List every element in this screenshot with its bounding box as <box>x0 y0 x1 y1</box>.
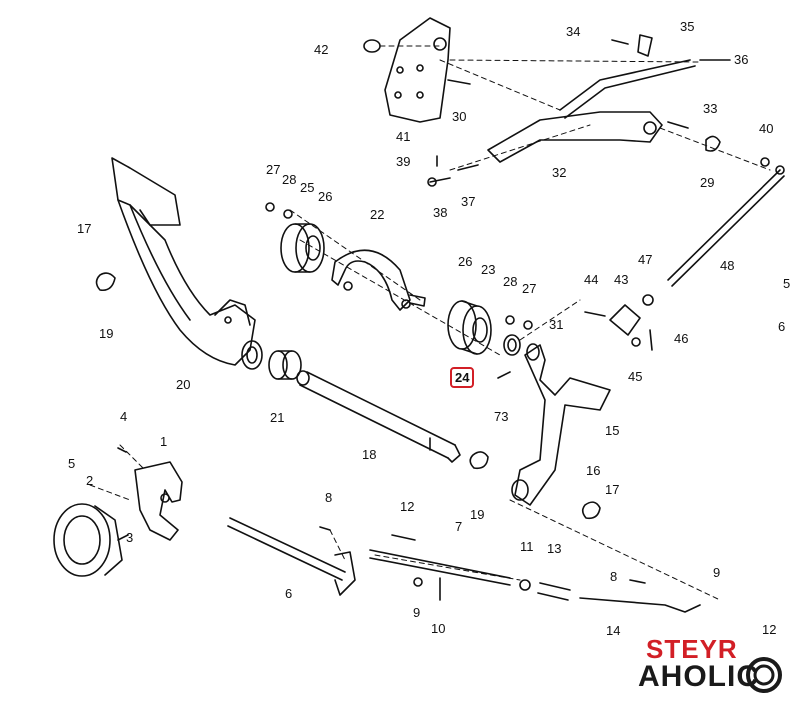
small-fasteners <box>265 202 533 379</box>
part-label-45: 45 <box>628 369 643 384</box>
pedal-lever <box>511 343 611 506</box>
part-label-5-cut: 5 <box>783 276 790 291</box>
part-label-27-left: 27 <box>266 162 281 177</box>
part-label-27-right: 27 <box>522 281 537 296</box>
shaft <box>296 370 461 463</box>
part-label-41: 41 <box>396 129 411 144</box>
part-label-5: 5 <box>68 456 76 471</box>
part-label-42: 42 <box>314 42 329 57</box>
part-label-9-right: 9 <box>713 565 721 580</box>
part-label-21: 21 <box>270 410 285 425</box>
logo-line-1: STEYR <box>646 634 738 664</box>
part-label-30: 30 <box>452 109 467 124</box>
part-label-25: 25 <box>300 180 315 195</box>
part-label-22: 22 <box>370 207 385 222</box>
part-label-38: 38 <box>433 205 448 220</box>
part-label-11: 11 <box>520 539 534 554</box>
fork <box>331 249 426 311</box>
part-label-7: 7 <box>455 519 463 534</box>
part-label-9-left: 9 <box>413 605 421 620</box>
part-label-14: 14 <box>606 623 621 638</box>
part-label-17-right: 17 <box>605 482 620 497</box>
part-label-2: 2 <box>86 473 94 488</box>
part-label-20: 20 <box>176 377 191 392</box>
part-label-73: 73 <box>494 409 509 424</box>
bushing <box>268 350 302 380</box>
part-label-34: 34 <box>566 24 581 39</box>
part-label-18: 18 <box>362 447 377 462</box>
rod-arm <box>487 59 696 163</box>
top-right-parts <box>611 34 770 167</box>
linkage-rods <box>319 526 701 613</box>
part-label-37: 37 <box>461 194 476 209</box>
clevis-parts <box>584 294 654 351</box>
part-label-10: 10 <box>431 621 446 636</box>
bearing-left <box>280 223 325 273</box>
part-label-28-left: 28 <box>282 172 297 187</box>
part-label-1: 1 <box>160 434 168 449</box>
part-label-46: 46 <box>674 331 689 346</box>
long-rod <box>667 165 785 287</box>
part-label-29: 29 <box>700 175 715 190</box>
part-label-16: 16 <box>586 463 601 478</box>
part-label-8-right: 8 <box>610 569 618 584</box>
release-bearing <box>53 503 129 577</box>
part-label-40: 40 <box>759 121 774 136</box>
part-label-17-left: 17 <box>77 221 92 236</box>
part-label-13: 13 <box>547 541 562 556</box>
part-label-12-cut: 12 <box>762 622 777 637</box>
assembly-lines <box>89 45 771 601</box>
part-label-6-cut: 6 <box>778 319 786 334</box>
part-label-35: 35 <box>680 19 695 34</box>
bearing-right <box>447 300 492 355</box>
part-label-44: 44 <box>584 272 599 287</box>
part-label-31: 31 <box>549 317 564 332</box>
pin-parts <box>427 155 479 187</box>
part-label-48: 48 <box>720 258 735 273</box>
part-label-32: 32 <box>552 165 567 180</box>
part-label-23: 23 <box>481 262 496 277</box>
upper-bracket <box>363 17 471 123</box>
clutch-lever <box>117 447 183 541</box>
part-label-15: 15 <box>605 423 620 438</box>
part-label-6: 6 <box>285 586 293 601</box>
pedal-bracket <box>111 157 263 370</box>
part-label-24-highlighted[interactable]: 24 <box>450 367 475 388</box>
part-label-39: 39 <box>396 154 411 169</box>
circlips <box>95 272 601 520</box>
part-label-12: 12 <box>400 499 415 514</box>
logo-ring-icon <box>746 657 782 693</box>
part-label-4: 4 <box>120 409 128 424</box>
part-label-26-left: 26 <box>318 189 333 204</box>
part-label-36: 36 <box>734 52 749 67</box>
part-label-26-right: 26 <box>458 254 473 269</box>
ring-24 <box>503 334 521 356</box>
part-label-47: 47 <box>638 252 653 267</box>
part-label-19-left: 19 <box>99 326 114 341</box>
steyr-aholic-logo: STEYR AHOLIC <box>628 628 788 698</box>
part-label-19-right: 19 <box>470 507 485 522</box>
part-label-8-left: 8 <box>325 490 333 505</box>
part-label-43: 43 <box>614 272 629 287</box>
part-label-28-right: 28 <box>503 274 518 289</box>
part-label-3: 3 <box>126 530 134 545</box>
part-label-33: 33 <box>703 101 718 116</box>
logo-line-2: AHOLIC <box>638 660 759 693</box>
fork-shaft <box>227 517 356 596</box>
